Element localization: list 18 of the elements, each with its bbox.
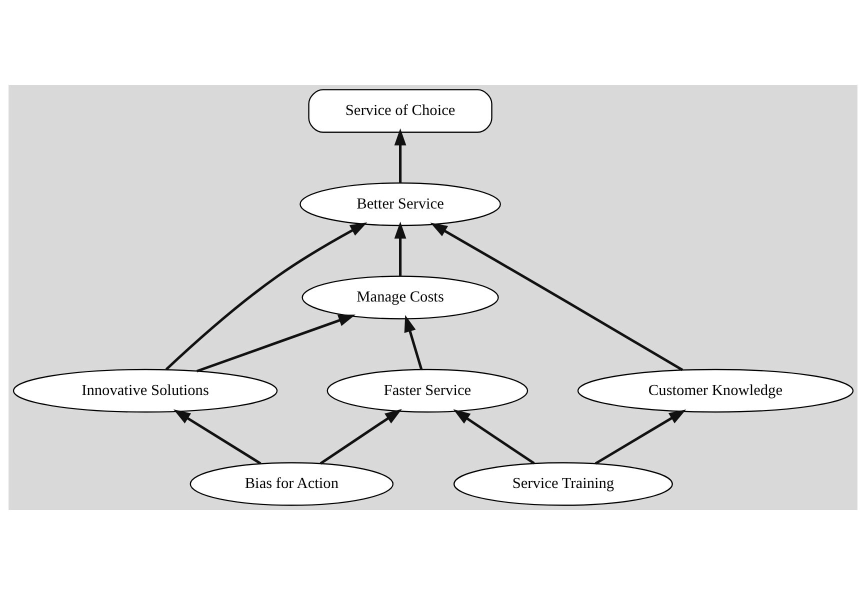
node-ellipse: Customer Knowledge	[577, 368, 854, 413]
node-ellipse: Service Training	[453, 462, 673, 506]
arrow	[394, 222, 406, 276]
arrow	[173, 409, 262, 465]
arrow	[404, 315, 423, 370]
node-ellipse: Innovative Solutions	[12, 368, 278, 413]
arrow	[453, 409, 535, 464]
arrow	[320, 409, 402, 465]
node-ellipse: Manage Costs	[302, 276, 499, 320]
arrow	[394, 128, 406, 183]
node-box: Service of Choice	[308, 89, 492, 133]
node-ellipse: Bias for Action	[190, 462, 394, 506]
node-ellipse: Faster Service	[326, 368, 528, 413]
arrow	[594, 410, 686, 465]
node-ellipse: Better Service	[300, 182, 501, 226]
arrow	[430, 222, 684, 372]
arrow	[196, 314, 356, 372]
arrow	[165, 222, 368, 370]
